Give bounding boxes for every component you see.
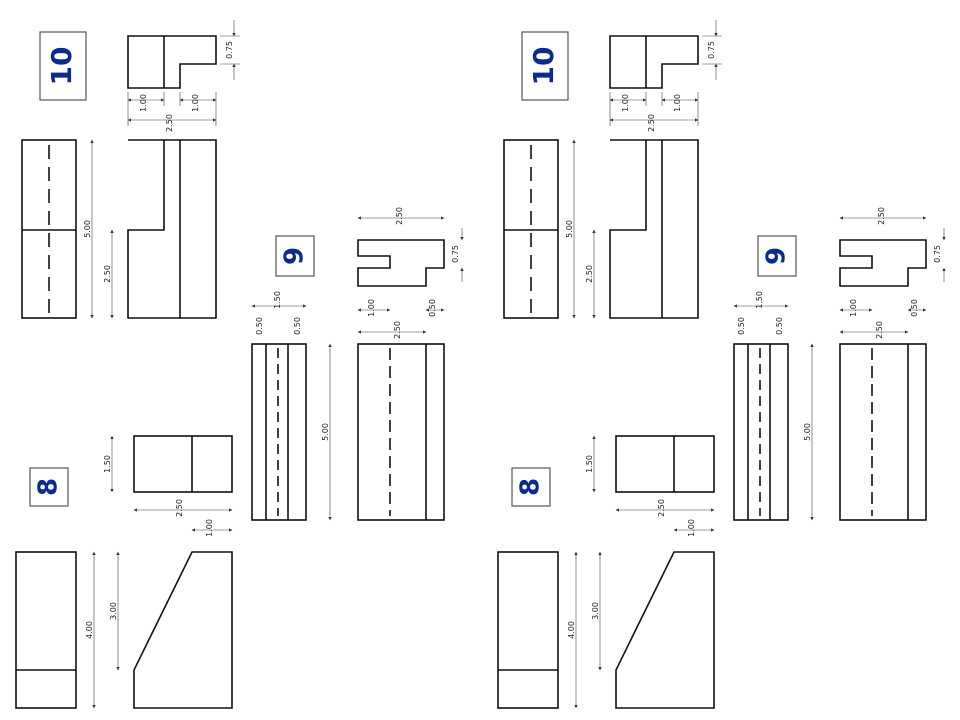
panel-right	[498, 20, 944, 708]
panel-left	[16, 20, 462, 708]
